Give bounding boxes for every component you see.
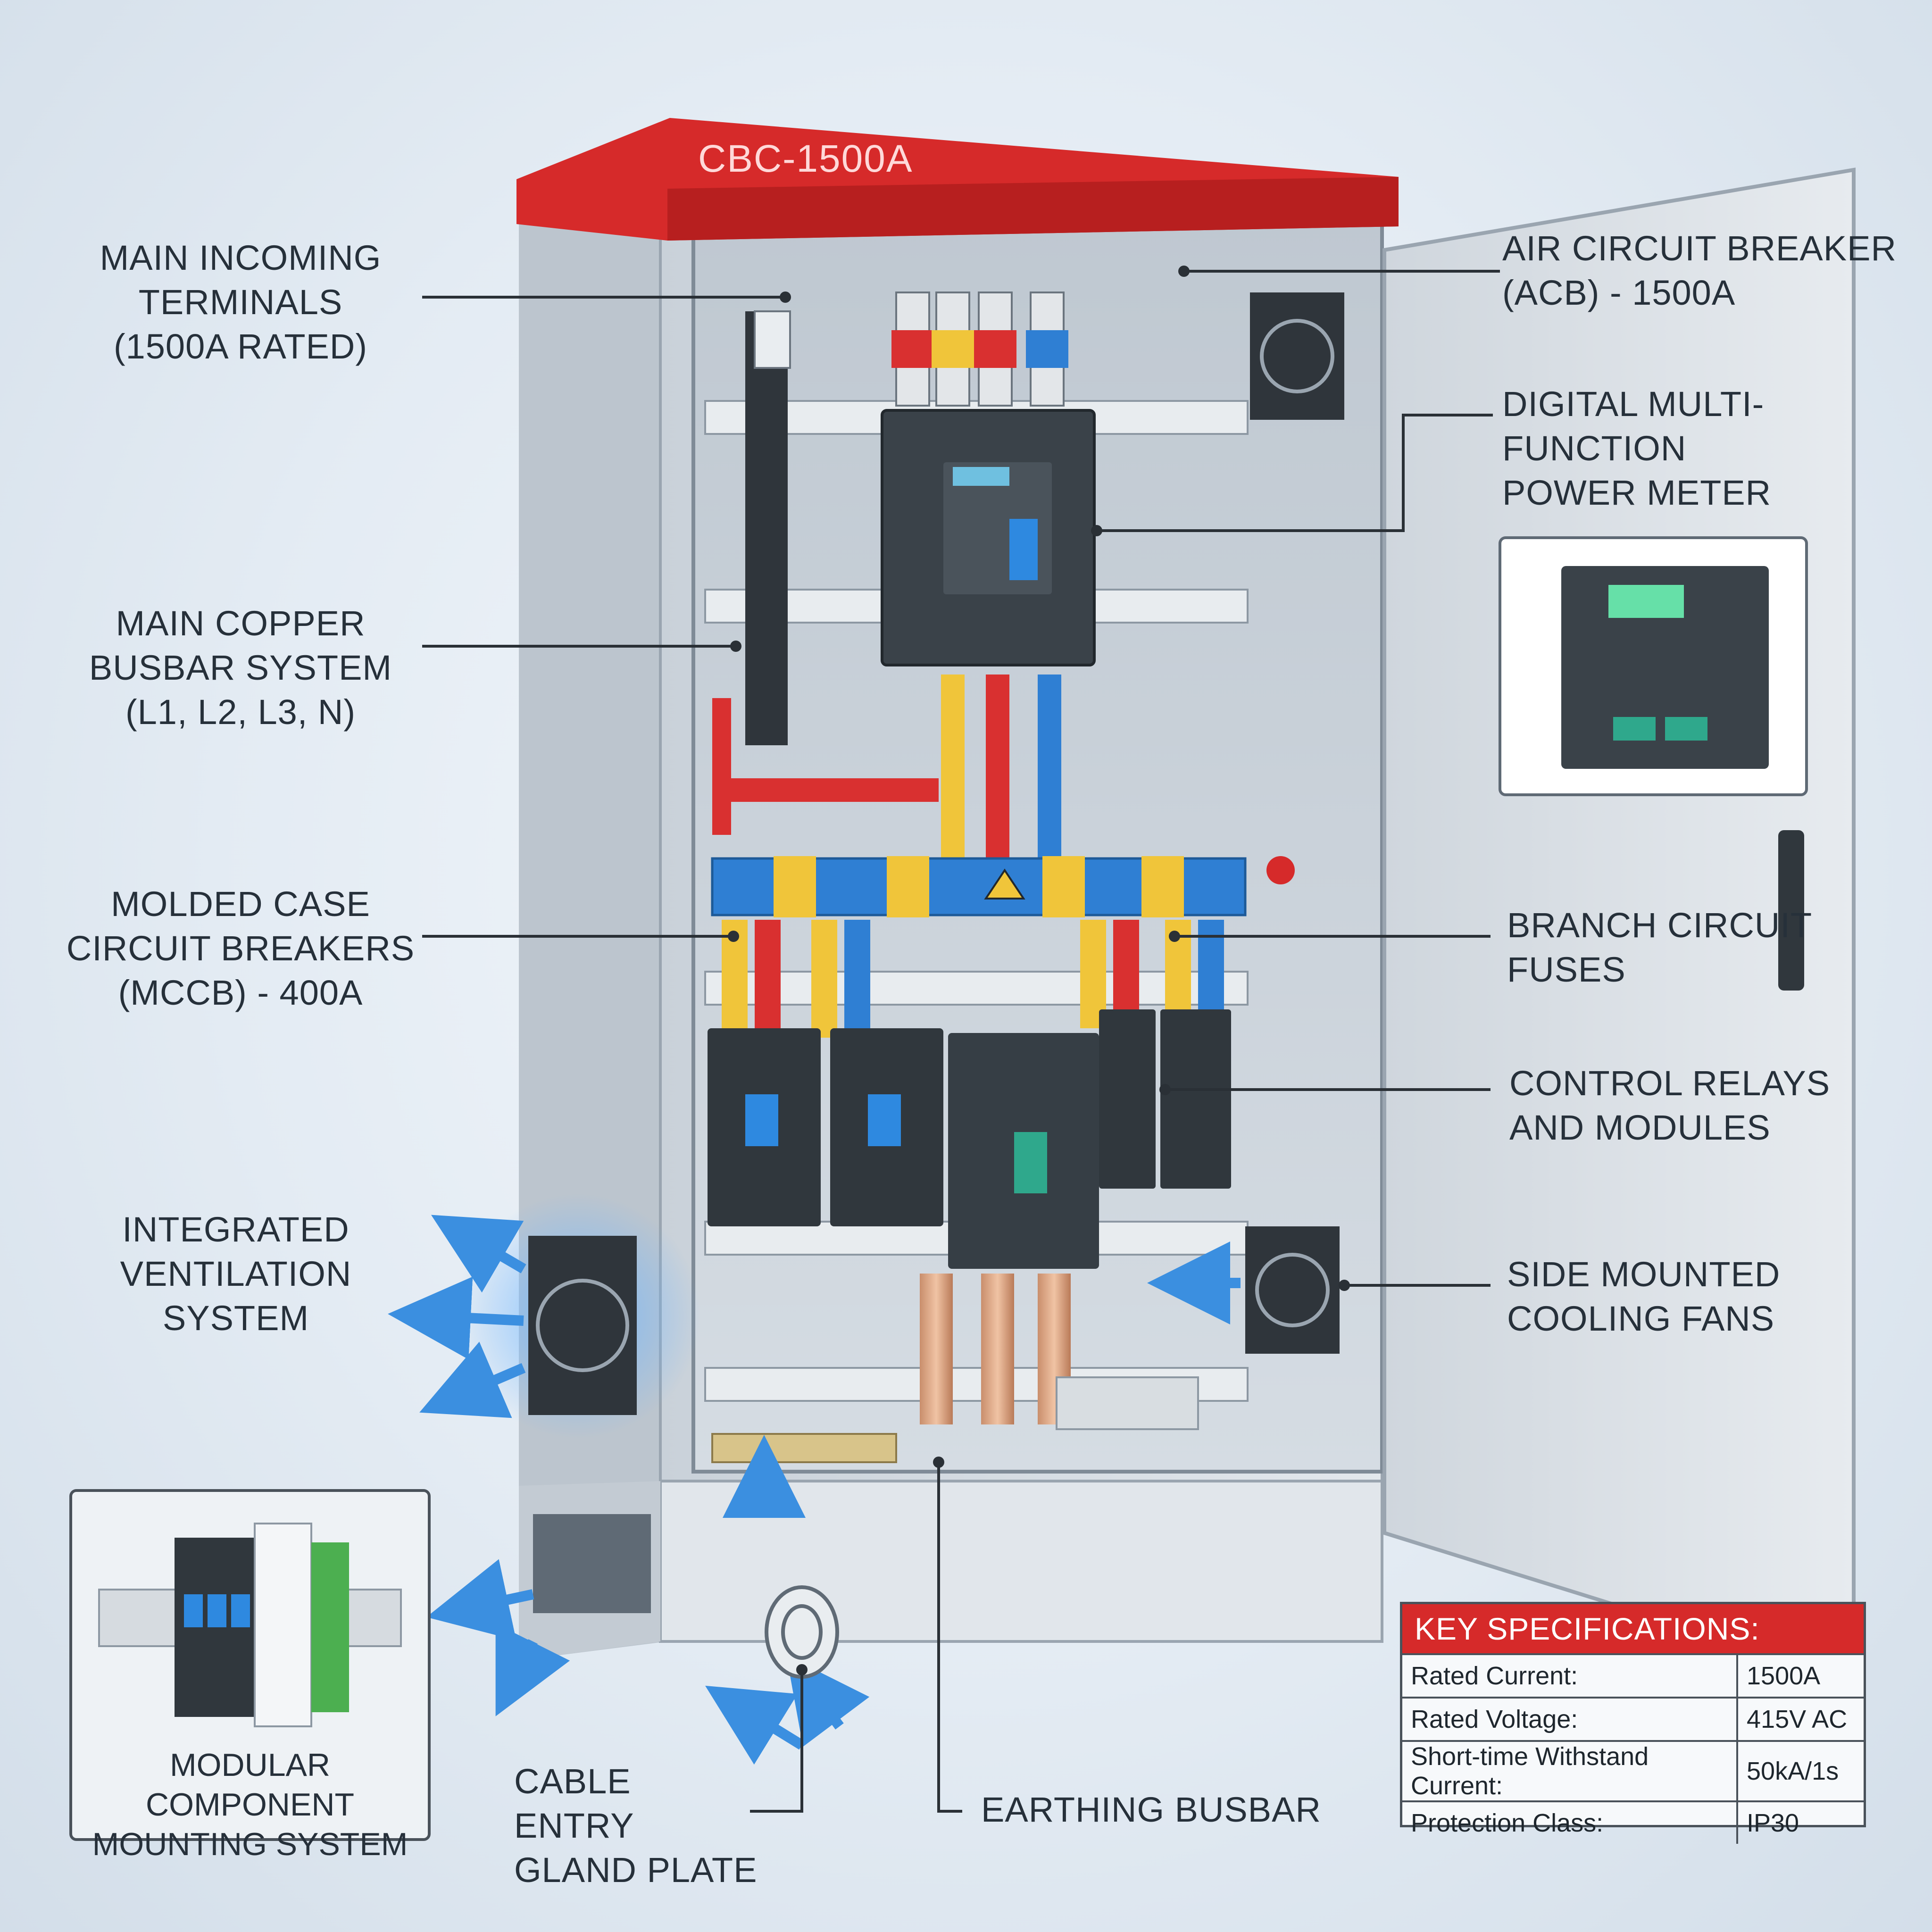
spec-value: IP30: [1736, 1800, 1864, 1844]
callout-acb: AIR CIRCUIT BREAKER (ACB) - 1500A: [1502, 229, 1897, 312]
callout-cooling-fans: SIDE MOUNTED COOLING FANS: [1507, 1255, 1781, 1338]
spec-label: Rated Voltage:: [1402, 1697, 1737, 1741]
spec-row: Rated Voltage: 415V AC: [1402, 1697, 1864, 1741]
callout-mccb: MOLDED CASE CIRCUIT BREAKERS (MCCB) - 40…: [66, 884, 415, 1012]
cable-entry-gland-plate: [765, 1585, 839, 1679]
spec-label: Protection Class:: [1402, 1800, 1737, 1844]
leader-dots: [728, 266, 1350, 1675]
main-incoming-terminals: [745, 310, 791, 745]
key-specifications-table: KEY SPECIFICATIONS: Rated Current: 1500A…: [1400, 1602, 1866, 1844]
spec-title: KEY SPECIFICATIONS:: [1402, 1604, 1864, 1653]
ventilation-fan-top-right: [1250, 292, 1344, 420]
callout-control-relays: CONTROL RELAYS AND MODULES: [1509, 1064, 1831, 1147]
acb-outgoing-conductors: [712, 675, 1061, 863]
spec-row: Rated Current: 1500A: [1402, 1653, 1864, 1698]
modular-mounting-inset: [69, 1489, 431, 1841]
air-circuit-breaker: [881, 409, 1096, 666]
airflow-arrows: [388, 1215, 1241, 1765]
spec-value: 50kA/1s: [1736, 1740, 1864, 1801]
spec-value: 415V AC: [1736, 1697, 1864, 1741]
ventilation-fan-right: [1245, 1226, 1340, 1354]
callout-modular-mounting: MODULAR COMPONENT MOUNTING SYSTEM: [92, 1747, 408, 1862]
callout-branch-fuses: BRANCH CIRCUIT FUSES: [1507, 906, 1813, 989]
spec-rows: Rated Current: 1500A Rated Voltage: 415V…: [1402, 1653, 1864, 1844]
spec-row: Protection Class: IP30: [1402, 1800, 1864, 1844]
callout-main-copper-busbar: MAIN COPPER BUSBAR SYSTEM (L1, L2, L3, N…: [89, 604, 392, 732]
spec-label: Rated Current:: [1402, 1653, 1737, 1698]
model-label: CBC-1500A: [698, 137, 913, 180]
callout-main-incoming-terminals: MAIN INCOMING TERMINALS (1500A RATED): [100, 238, 382, 366]
spec-label: Short-time Withstand Current:: [1402, 1740, 1737, 1801]
spec-row: Short-time Withstand Current: 50kA/1s: [1402, 1740, 1864, 1801]
leader-lines: [422, 270, 1500, 1813]
phase-terminals-top: [891, 291, 1068, 407]
callout-ventilation: INTEGRATED VENTILATION SYSTEM: [120, 1210, 352, 1338]
callout-cable-entry: CABLE ENTRY GLAND PLATE: [514, 1762, 758, 1890]
callout-earthing-busbar: EARTHING BUSBAR: [981, 1790, 1321, 1829]
copper-risers: [920, 1274, 1071, 1424]
spec-value: 1500A: [1736, 1653, 1864, 1698]
mccb-row: [708, 1009, 1231, 1269]
power-meter-inset: [1499, 536, 1808, 796]
callout-power-meter: DIGITAL MULTI-FUNCTION POWER METER: [1502, 384, 1772, 512]
main-copper-busbar: [711, 856, 1295, 917]
